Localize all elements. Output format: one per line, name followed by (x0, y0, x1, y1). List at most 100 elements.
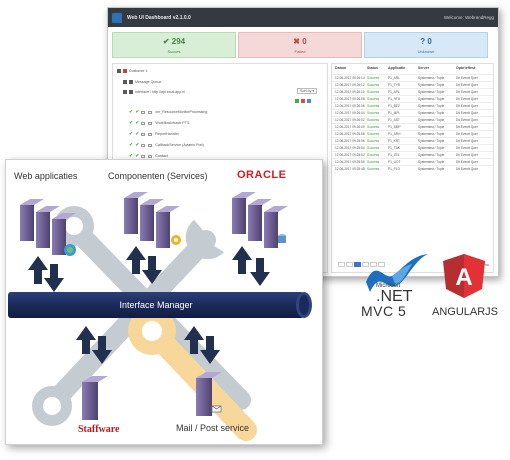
page-button[interactable] (370, 262, 377, 267)
status-icon (129, 80, 133, 84)
table-cell: P1_APL (388, 90, 400, 94)
check-icon: ✔ (135, 109, 140, 115)
table-cell: Systemtest / Tuple (418, 132, 445, 136)
table-cell: Systemtest / Tuple (418, 90, 445, 94)
tree-root-label: Customer 1 (129, 69, 148, 73)
message-table: Datum Status Applicatie Server Opbriefte… (331, 63, 494, 273)
expand-icon[interactable] (123, 90, 127, 94)
column-header[interactable]: Opbrieftest (456, 66, 476, 70)
tree-item[interactable]: ✔✔ WorkflowInfrastr PTS (129, 120, 189, 126)
arrow-down-icon (92, 336, 112, 364)
first-page-button[interactable] (338, 262, 345, 267)
table-cell: P1_ZEL (388, 153, 400, 157)
tree-item-label: ReportHandler (155, 132, 179, 136)
arrow-down-icon (44, 264, 64, 292)
pagination (338, 262, 386, 267)
next-page-button[interactable] (378, 262, 385, 267)
table-cell: Success (367, 125, 380, 129)
table-cell: Success (367, 167, 380, 171)
failed-card[interactable]: ✖ 0 Failed (238, 32, 362, 58)
expand-icon[interactable] (117, 69, 121, 73)
page-button[interactable] (362, 262, 369, 267)
status-icon (129, 90, 133, 94)
check-icon: ✔ (135, 153, 140, 159)
diagram-graphics (8, 192, 312, 441)
cloud-icon (148, 121, 153, 125)
staffware-label: Staffware (78, 424, 120, 435)
cross-circle-icon: ✖ (293, 37, 300, 46)
table-cell: 12-06-2017 09:25:52 (335, 153, 365, 157)
failed-count: 0 (302, 37, 307, 46)
check-icon: ✔ (129, 131, 134, 137)
table-cell: P1_UOT (388, 160, 401, 164)
table-cell: Dit Eventt Quer (456, 97, 478, 101)
table-cell: P1_KRT (388, 139, 400, 143)
table-cell: P1_AST (388, 118, 400, 122)
prev-page-button[interactable] (346, 262, 353, 267)
angular-letter: A (455, 264, 472, 291)
table-cell: Success (367, 104, 380, 108)
column-header[interactable]: Applicatie (388, 66, 406, 70)
cloud-icon (148, 143, 153, 147)
tree-item[interactable]: ✔✔ CallbackService (Aviatrix Port) (129, 142, 204, 148)
table-cell: P1_TYR (388, 83, 401, 87)
grey-wrench-icon (32, 220, 224, 426)
table-cell: Success (367, 146, 380, 150)
current-page-button[interactable] (354, 262, 361, 267)
expand-icon[interactable] (123, 80, 127, 84)
tree-item[interactable]: ✔✔ Contact (129, 153, 168, 159)
tree-group[interactable]: Message Queue (123, 79, 161, 85)
tree-item[interactable]: ✔✔ ReportHandler (129, 131, 179, 137)
table-cell: Dit Eventt Quer (456, 132, 478, 136)
success-count: 294 (171, 37, 186, 46)
sort-select[interactable]: Sort by ▾ (297, 88, 318, 94)
table-cell: 12-06-2017 09:26:10 (335, 90, 365, 94)
dashboard-header-bar: Web UI Dashboard v2.1.0.0 Welcome: Webra… (108, 8, 498, 27)
info-pill (307, 99, 311, 103)
success-card[interactable]: ✔ 294 Succes (112, 32, 236, 58)
table-cell: Dit Eventt Quer (456, 125, 478, 129)
table-cell: Success (367, 132, 380, 136)
tree-node[interactable]: Interface / http://api.local.app.nl (123, 89, 185, 95)
cloud-icon (148, 154, 153, 158)
column-header[interactable]: Server (418, 66, 430, 70)
user-welcome[interactable]: Welcome: WebrandRegg (443, 15, 494, 20)
arrow-up-icon (28, 256, 48, 284)
check-icon: ✔ (129, 120, 134, 126)
arrow-up-icon (184, 326, 204, 354)
table-cell: Success (367, 97, 380, 101)
arrow-down-icon (200, 336, 220, 364)
column-header[interactable]: Status (367, 66, 378, 70)
tree-item-label: WorkflowInfrastr PTS (155, 121, 190, 125)
table-cell: 12-06-2017 09:26:00 (335, 125, 365, 129)
table-cell: Systemtest / Tuple (418, 125, 445, 129)
table-cell: 12-06-2017 09:25:54 (335, 146, 365, 150)
tree-node-label: Interface / http://api.local.app.nl (135, 90, 185, 94)
column-header[interactable]: Datum (335, 66, 347, 70)
tree-item-label: xm_ResourceMonitorProcessing (155, 110, 208, 114)
table-cell: Dit Eventt Quer (456, 76, 478, 80)
table-cell: Systemtest / Tuple (418, 153, 445, 157)
components-label: Componenten (Services) (108, 171, 208, 181)
tree-root[interactable]: Customer 1 (117, 68, 148, 74)
table-cell: Systemtest / Tuple (418, 104, 445, 108)
unknown-card[interactable]: ? 0 Unknown (364, 32, 488, 58)
table-cell: P1_BMP (388, 125, 401, 129)
check-icon: ✔ (129, 142, 134, 148)
table-cell: Dit Eventt Quer (456, 118, 478, 122)
tree-item[interactable]: ✔✔ xm_ResourceMonitorProcessing (129, 109, 207, 115)
